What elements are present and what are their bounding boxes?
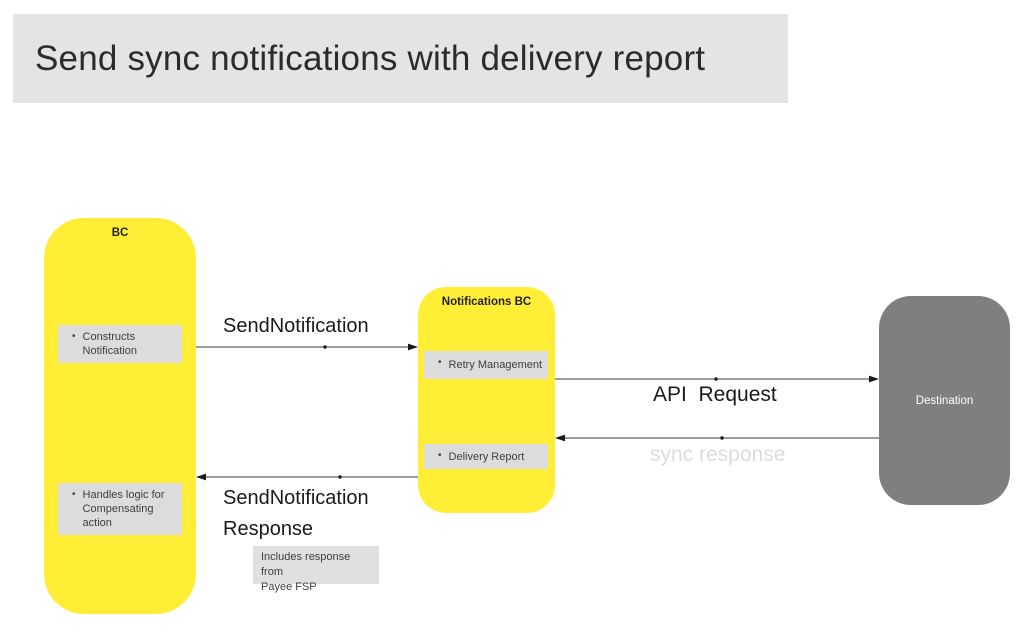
notifications-bc-item-delivery-report: • Delivery Report (424, 444, 548, 469)
bc-actor-box: BC (44, 218, 196, 614)
api-request-arrow (555, 375, 879, 383)
bc-actor-label: BC (111, 227, 129, 239)
bc-item-handles-logic-label: Handles logic for Compensating action (82, 489, 165, 529)
delivery-report-label: Delivery Report (448, 450, 525, 463)
notifications-bc-actor-label: Notifications BC (441, 296, 532, 308)
bc-item-constructs-notification: • Constructs Notification (58, 325, 182, 363)
send-notification-response-arrow-label: SendNotification Response (223, 487, 369, 540)
sync-response-arrow-label: sync response (650, 443, 786, 466)
bullet-icon: • (72, 331, 76, 342)
api-request-arrow-label: API Request (653, 383, 777, 406)
send-notification-arrow (196, 343, 418, 351)
note-line-2: Payee FSP (261, 581, 317, 593)
note-line-1: Includes response from (261, 551, 351, 578)
bc-item-handles-logic: • Handles logic for Compensating action (58, 483, 182, 535)
sync-response-arrow (555, 434, 879, 442)
send-notification-response-arrow (196, 473, 418, 481)
bullet-icon: • (438, 450, 442, 461)
retry-management-label: Retry Management (448, 359, 543, 371)
destination-box: Destination (879, 296, 1010, 505)
notifications-bc-item-retry-management: • Retry Management (424, 351, 548, 379)
notifications-bc-actor-box: Notifications BC (418, 287, 555, 513)
destination-label: Destination (915, 394, 974, 407)
bullet-icon: • (72, 489, 76, 500)
bullet-icon: • (438, 357, 442, 368)
page-title: Send sync notifications with delivery re… (35, 38, 706, 78)
bc-item-constructs-notification-label: Constructs Notification (82, 331, 137, 357)
note-box: Includes response from Payee FSP (253, 546, 379, 593)
send-notification-arrow-label: SendNotification (223, 315, 369, 337)
title-banner: Send sync notifications with delivery re… (13, 14, 788, 103)
